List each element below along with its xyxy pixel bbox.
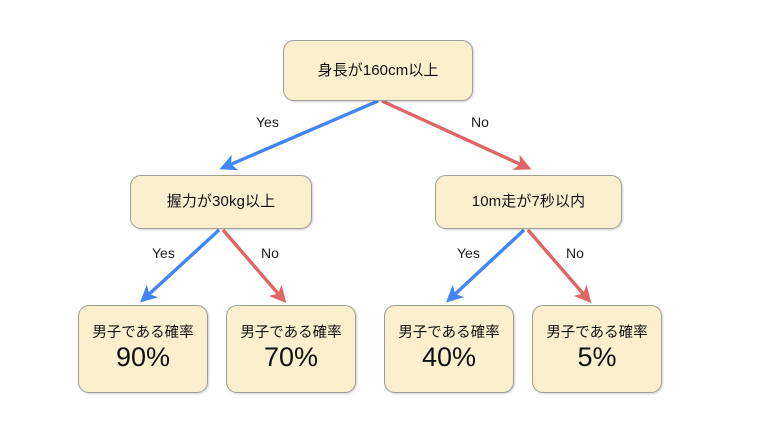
node-sprint-time[interactable]: 10m走が7秒以内 [435,175,622,229]
edge-left-yes [139,228,221,303]
leaf-node-70[interactable]: 男子である確率 70% [226,305,356,393]
edge-label-right-no: No [566,245,584,261]
leaf-node-90[interactable]: 男子である確率 90% [78,305,208,393]
node-root[interactable]: 身長が160cm以上 [283,40,473,101]
node-grip-strength-label: 握力が30kg以上 [166,193,276,210]
leaf-caption: 男子である確率 [92,324,194,341]
leaf-value: 70% [263,342,319,373]
edge-right-no [526,228,592,304]
leaf-node-40[interactable]: 男子である確率 40% [384,305,514,393]
edge-left-no [221,228,287,304]
node-sprint-time-label: 10m走が7秒以内 [471,193,586,210]
edge-root-yes [219,99,379,171]
leaf-caption: 男子である確率 [398,324,500,341]
leaf-value: 5% [577,342,617,373]
edge-label-root-yes: Yes [256,114,279,130]
edge-right-yes [446,228,526,303]
leaf-value: 40% [421,342,477,373]
leaf-node-5[interactable]: 男子である確率 5% [532,305,662,393]
node-grip-strength[interactable]: 握力が30kg以上 [130,175,312,229]
leaf-caption: 男子である確率 [240,324,342,341]
edge-label-left-yes: Yes [152,245,175,261]
edge-root-no [381,99,532,171]
leaf-caption: 男子である確率 [546,324,648,341]
leaf-value: 90% [115,342,171,373]
node-root-label: 身長が160cm以上 [317,61,439,79]
edge-label-left-no: No [261,245,279,261]
edge-label-root-no: No [471,114,489,130]
edge-label-right-yes: Yes [457,245,480,261]
